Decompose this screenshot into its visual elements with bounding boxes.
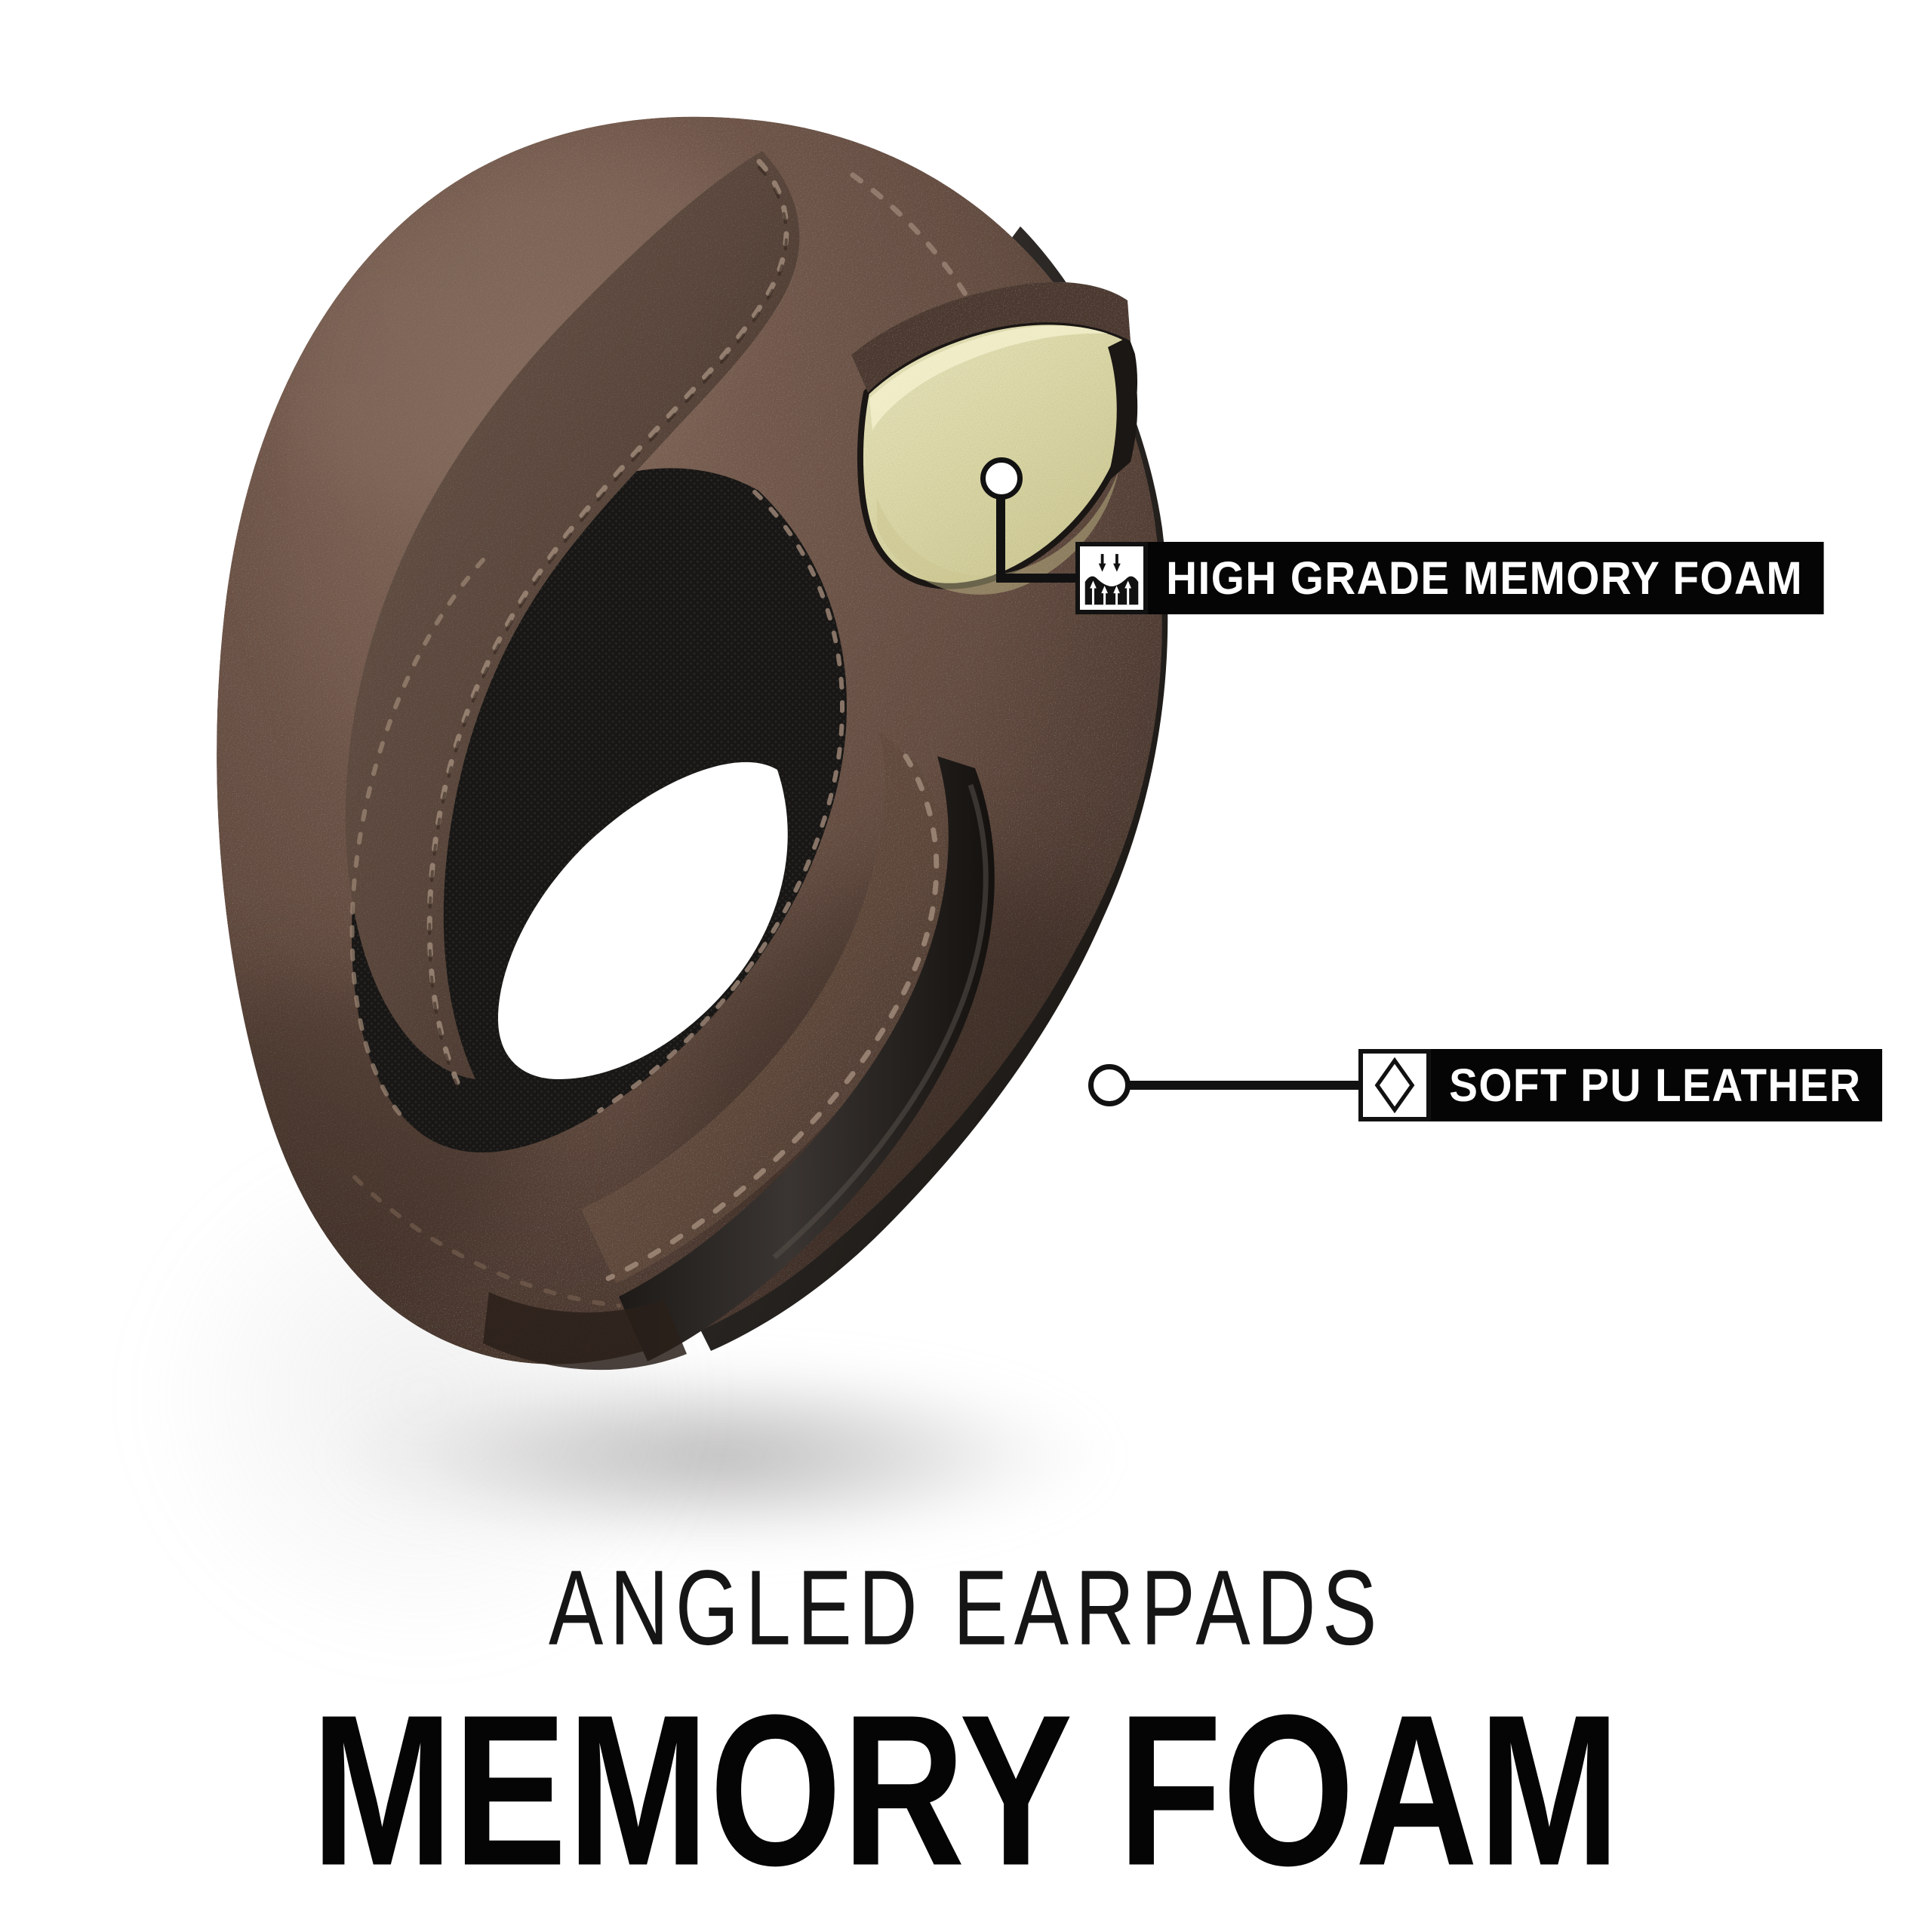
callout-line-horizontal-pu-leather bbox=[1126, 1081, 1364, 1090]
badge-label-memory-foam: HIGH GRADE MEMORY FOAM bbox=[1148, 542, 1824, 614]
diamond-icon bbox=[1358, 1049, 1431, 1121]
callout-line-horizontal-memory-foam bbox=[996, 574, 1081, 583]
headline-text: MEMORY FOAM bbox=[311, 1669, 1621, 1910]
callout-line-vertical-memory-foam bbox=[996, 495, 1005, 581]
badge-pu-leather[interactable]: SOFT PU LEATHER bbox=[1358, 1049, 1916, 1121]
kicker-text: ANGLED EARPADS bbox=[549, 1548, 1383, 1667]
earpad-illustration bbox=[217, 116, 1168, 1371]
drop-shadow bbox=[249, 1351, 1230, 1600]
badge-memory-foam[interactable]: HIGH GRADE MEMORY FOAM bbox=[1075, 542, 1875, 614]
product-photo: HIGH GRADE MEMORY FOAM SOFT PU LEATHER bbox=[136, 116, 1916, 1660]
callout-anchor-dot-pu-leather bbox=[1088, 1064, 1131, 1106]
foam-compression-icon bbox=[1075, 542, 1148, 614]
callout-anchor-dot-memory-foam bbox=[980, 457, 1023, 500]
badge-label-pu-leather: SOFT PU LEATHER bbox=[1431, 1049, 1883, 1121]
caption-block: ANGLED EARPADS MEMORY FOAM bbox=[0, 1548, 1932, 1897]
